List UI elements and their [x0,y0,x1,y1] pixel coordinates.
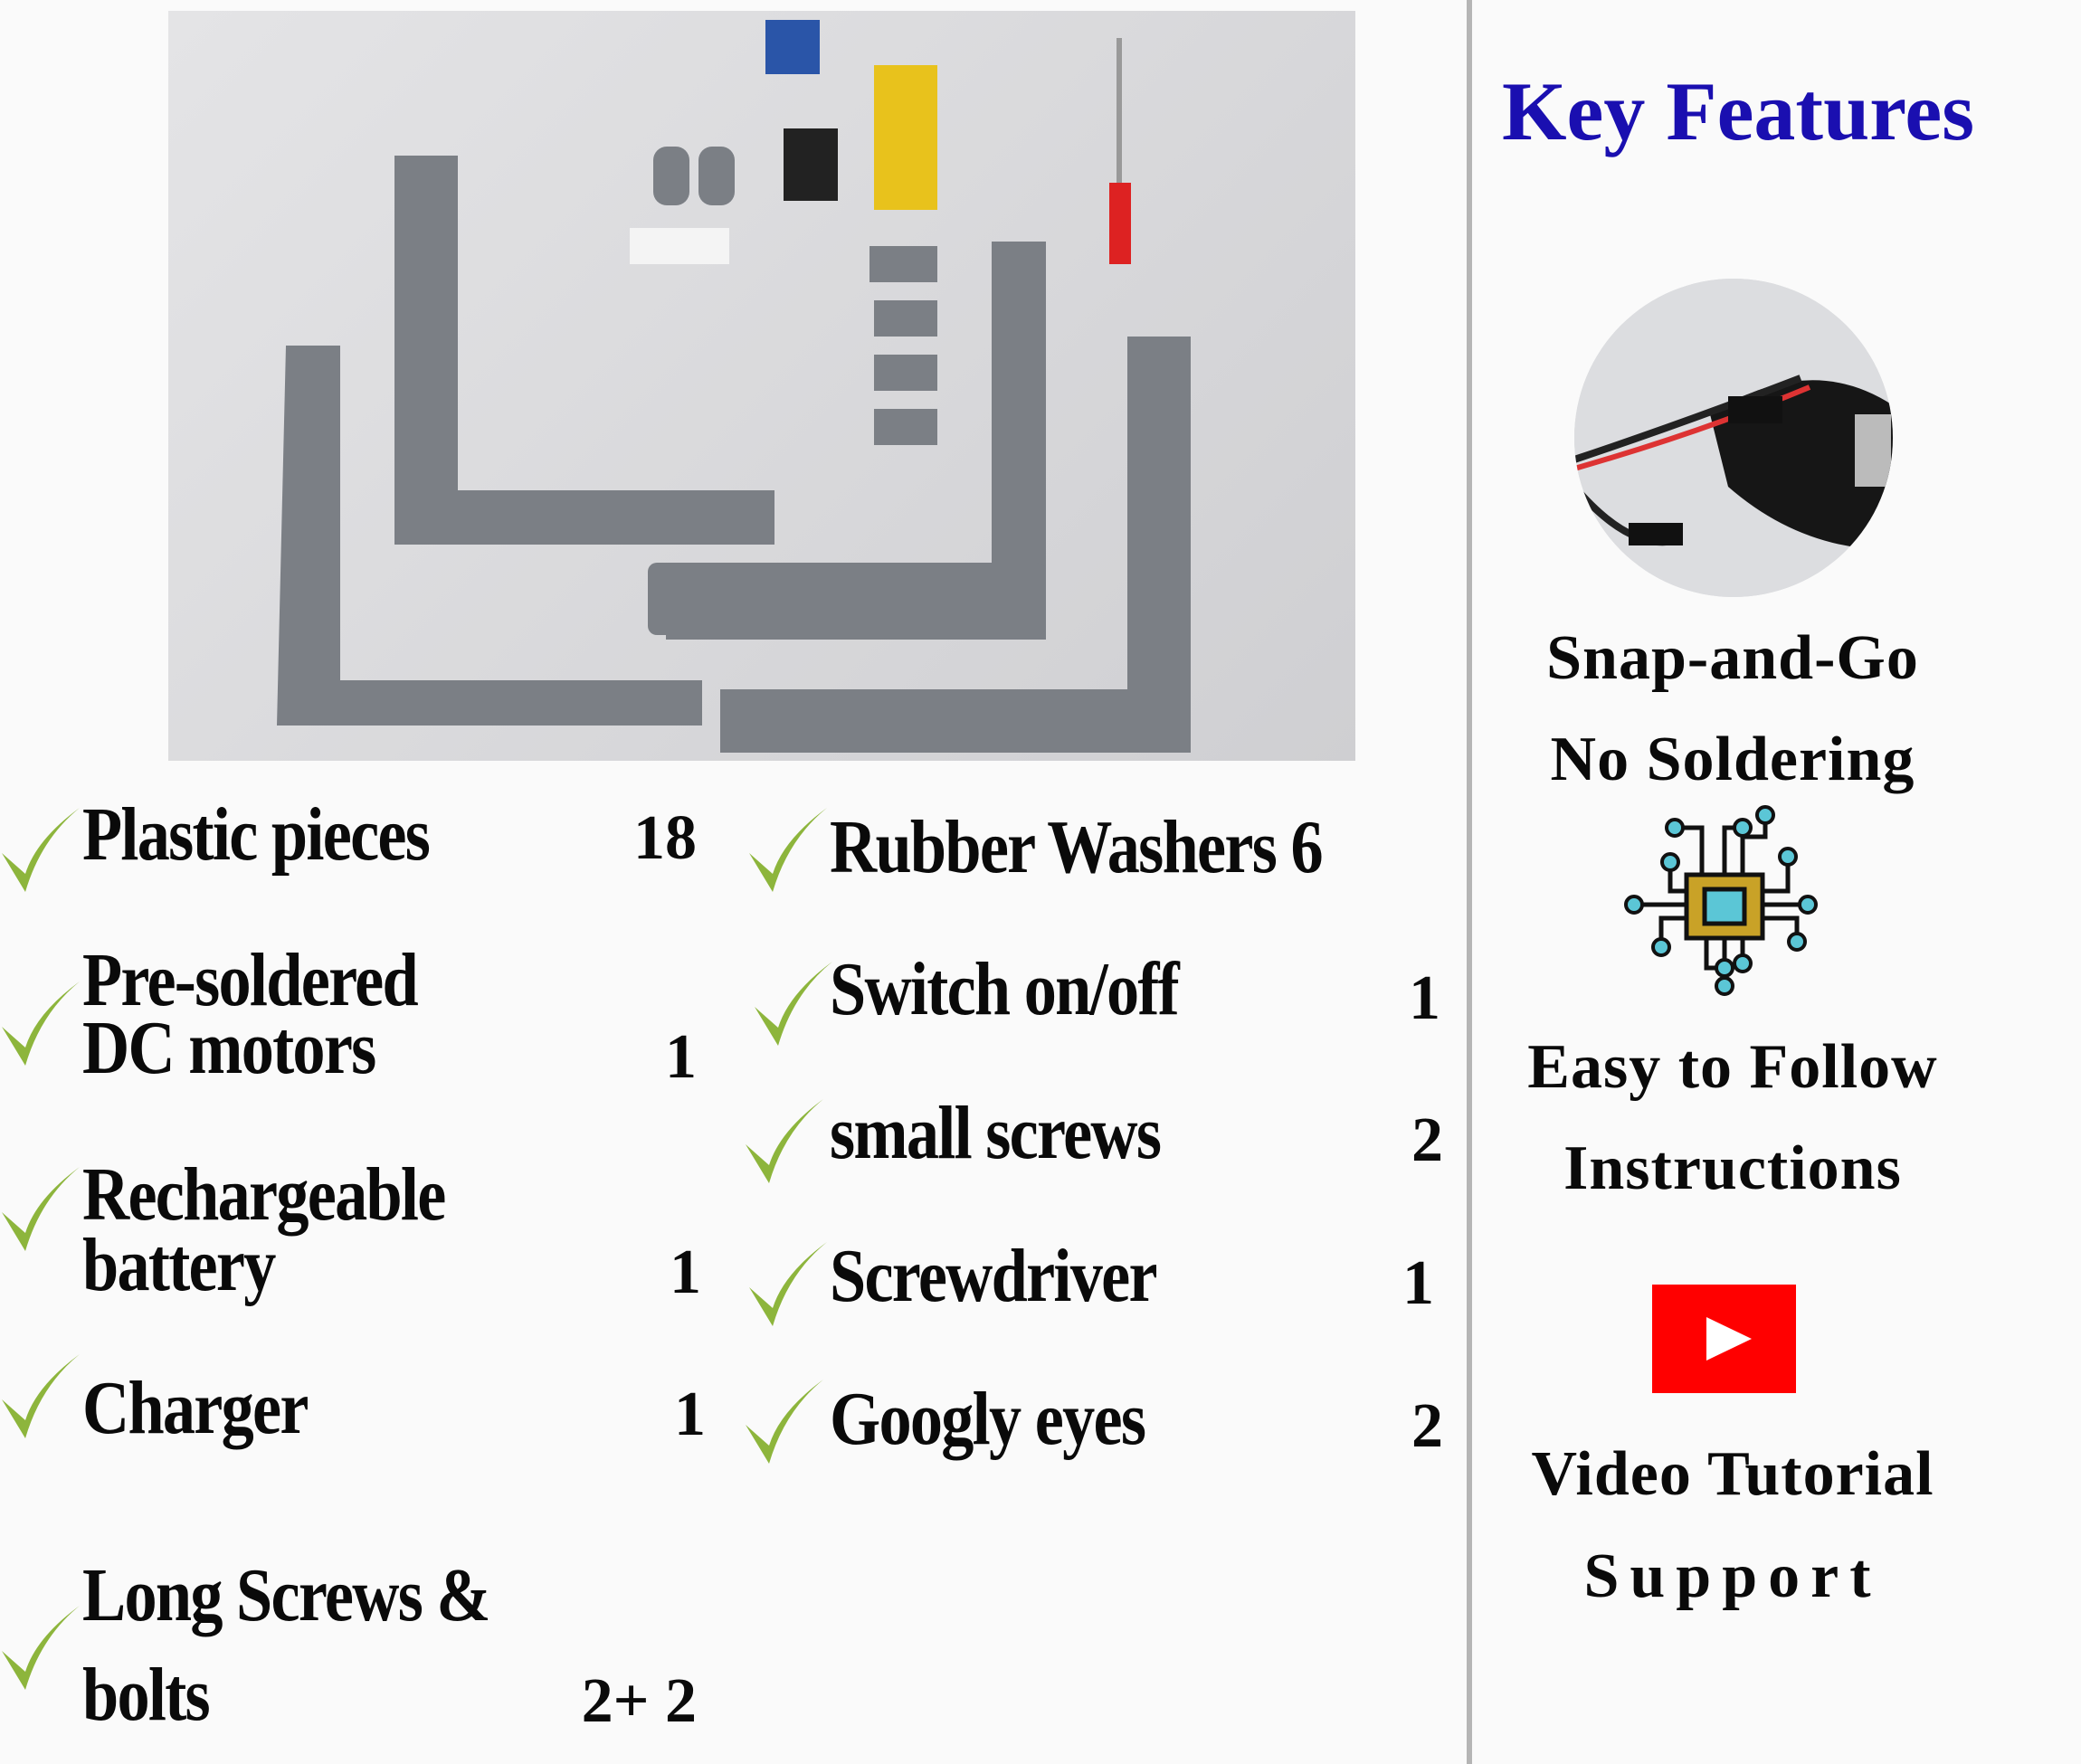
list-item-count: 1 [665,1022,697,1092]
list-item-label: DC motors [82,1006,376,1090]
checkmark-icon [2,982,80,1066]
list-item-label: battery [82,1223,276,1307]
feature-support: Support [1583,1541,1882,1611]
feature-snap-and-go: Snap-and-Go [1546,623,1919,693]
list-item-count: 2 [1411,1105,1443,1175]
checkmark-icon [746,1380,823,1464]
feature-video-tutorial: Video Tutorial [1531,1439,1934,1509]
checkmark-icon [2,1606,80,1690]
list-item-count: 1 [674,1380,706,1449]
checkmark-icon [749,808,827,892]
list-item-count: 1 [670,1238,701,1307]
list-item-label: Pre-soldered [82,938,419,1022]
list-item-count: 2 [1411,1391,1443,1461]
connector-photo [1574,279,1893,597]
checkmark-icon [746,1099,823,1183]
list-item-count: 1 [1409,963,1440,1033]
checkmark-icon [2,1167,80,1251]
checkmark-icon [2,1354,80,1438]
kit-parts-photo [168,11,1355,761]
list-item-label: Long Screws & [82,1553,491,1637]
feature-easy-to-follow: Easy to Follow [1527,1032,1938,1102]
checkmark-icon [749,1242,827,1326]
key-features-title: Key Features [1502,65,1975,157]
vertical-divider [1467,0,1472,1764]
list-item-label: small screws [830,1091,1162,1175]
feature-instructions: Instructions [1563,1133,1902,1203]
list-item-label: Rubber Washers 6 [830,805,1324,889]
list-item-label: Screwdriver [830,1234,1158,1318]
checkmark-icon [2,808,80,892]
checkmark-icon [755,962,832,1046]
list-item-label: Charger [82,1366,309,1450]
feature-no-soldering: No Soldering [1550,725,1915,794]
circuit-chip-icon [1624,805,1818,996]
list-item-label: Rechargeable [82,1152,446,1237]
list-item-count: 1 [1402,1248,1434,1318]
list-item-label: bolts [82,1653,211,1737]
list-item-label: Switch on/off [830,947,1180,1031]
list-item-count: 18 [633,803,697,873]
youtube-play-icon[interactable] [1652,1285,1796,1393]
list-item-label: Plastic pieces [82,792,431,877]
list-item-count: 2+ 2 [581,1666,697,1736]
list-item-label: Googly eyes [830,1377,1146,1461]
